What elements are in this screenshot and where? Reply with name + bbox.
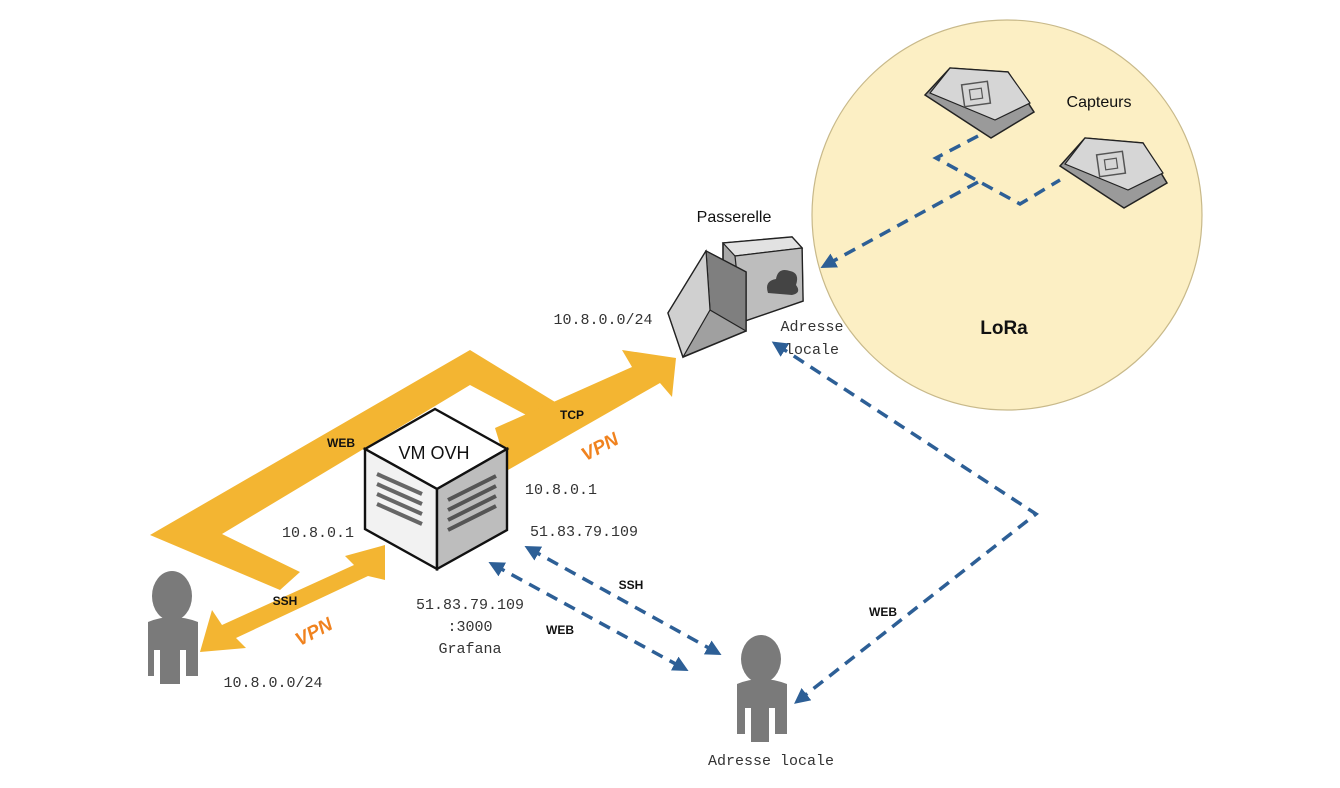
vpn-top-label: VPN [578, 428, 623, 465]
gateway-local-address-line1: Adresse [780, 319, 843, 336]
vpn-ssh-arrow [200, 545, 385, 652]
vpn-tcp-arrow [495, 350, 676, 470]
vm-ip-vpn-top: 10.8.0.1 [525, 482, 597, 499]
tcp-label: TCP [560, 408, 584, 422]
vm-ovh-server-icon [362, 407, 510, 572]
local-user-icon [737, 635, 787, 742]
sensor-1-icon [923, 67, 1036, 139]
vpn-bottom-label: VPN [292, 613, 337, 650]
sensors-label: Capteurs [1067, 94, 1132, 111]
gateway-subnet: 10.8.0.0/24 [553, 312, 652, 329]
web-local-link [488, 561, 689, 672]
gateway-icon [667, 236, 804, 359]
web-local-label: WEB [546, 623, 574, 637]
grafana-ip: 51.83.79.109 [416, 597, 524, 614]
lora-zone [811, 19, 1203, 411]
web-vpn-label: WEB [327, 436, 355, 450]
sensor-1-link [932, 134, 1061, 207]
local-user-label: Adresse locale [708, 753, 834, 770]
sensor-2-icon [1058, 137, 1169, 209]
vm-ip-vpn-left: 10.8.0.1 [282, 525, 354, 542]
vm-public-ip: 51.83.79.109 [530, 524, 638, 541]
ssh-vpn-label: SSH [273, 594, 298, 608]
gateway-label: Passerelle [697, 209, 772, 226]
grafana-label: Grafana [438, 641, 501, 658]
lora-label: LoRa [980, 318, 1028, 339]
web-gateway-link [771, 341, 1040, 704]
web-gateway-label: WEB [869, 605, 897, 619]
gateway-local-address-line2: locale [785, 342, 839, 359]
remote-user-subnet: 10.8.0.0/24 [223, 675, 322, 692]
remote-user-icon [148, 571, 198, 684]
ssh-local-label: SSH [619, 578, 644, 592]
grafana-port: :3000 [447, 619, 492, 636]
vm-label: VM OVH [398, 443, 469, 463]
sensor-to-gateway-link [820, 180, 979, 269]
